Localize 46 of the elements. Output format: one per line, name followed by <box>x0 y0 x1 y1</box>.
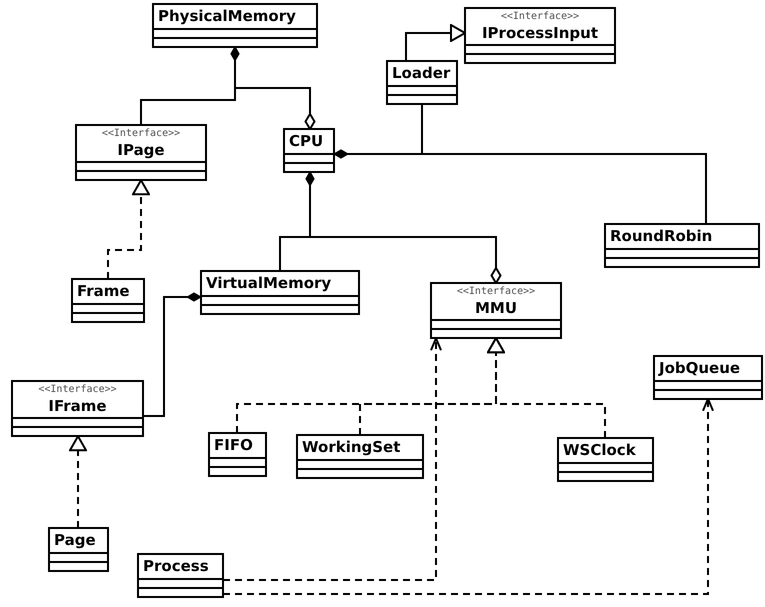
class-box <box>152 3 318 48</box>
class-box <box>604 223 760 268</box>
composition-line <box>334 150 707 224</box>
class-name: WSClock <box>563 441 636 460</box>
class-box <box>464 7 616 64</box>
class-box <box>653 355 763 400</box>
dependency-arrow <box>223 398 714 595</box>
class-box <box>11 380 144 438</box>
class-name: Process <box>143 557 209 576</box>
class-box <box>557 437 654 482</box>
class-name: Page <box>54 531 96 550</box>
stereotype-label: <<Interface>> <box>456 286 536 298</box>
class-name: RoundRobin <box>610 227 712 246</box>
class-name: VirtualMemory <box>206 274 332 293</box>
class-name: WorkingSet <box>302 438 400 457</box>
class-box <box>430 282 562 340</box>
class-box <box>200 270 360 315</box>
stereotype-label: <<Interface>> <box>38 384 117 396</box>
class-name: MMU <box>474 298 518 318</box>
class-box <box>75 124 207 182</box>
generalization-arrow <box>405 24 466 61</box>
class-name: IProcessInput <box>482 24 598 42</box>
class-box <box>283 128 335 173</box>
composition-line <box>230 46 316 130</box>
class-name: Frame <box>77 282 130 301</box>
class-box <box>296 434 424 479</box>
class-box <box>71 278 145 323</box>
class-name: IFrame <box>48 396 107 416</box>
class-box <box>208 432 267 477</box>
class-box <box>137 553 224 598</box>
class-name: JobQueue <box>659 359 740 378</box>
realization-arrow <box>69 435 87 528</box>
stereotype-label: <<Interface>> <box>102 128 180 140</box>
realization-arrow <box>487 337 606 438</box>
composition-line <box>306 171 502 284</box>
class-name: CPU <box>289 132 324 151</box>
composition-line <box>143 292 202 417</box>
class-name: IPage <box>117 140 165 160</box>
dependency-arrow <box>223 337 442 581</box>
class-box <box>386 60 458 105</box>
class-box <box>48 527 109 572</box>
realization-arrow <box>107 179 150 279</box>
stereotype-label: <<Interface>> <box>500 11 580 24</box>
class-name: FIFO <box>214 436 253 455</box>
class-name: PhysicalMemory <box>158 7 296 26</box>
class-name: Loader <box>392 64 450 83</box>
